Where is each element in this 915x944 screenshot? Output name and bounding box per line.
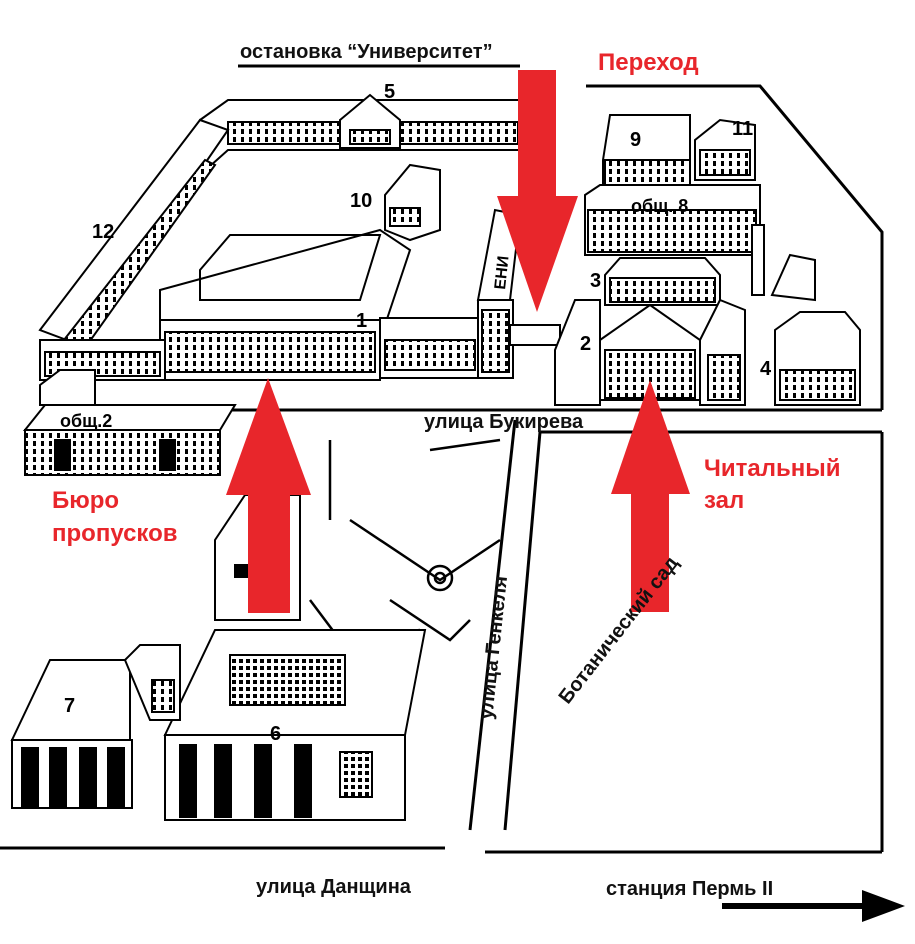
eni-label: ЕНИ — [492, 255, 512, 290]
reading-room-arrow — [611, 380, 690, 612]
arrow-up-icon — [226, 378, 311, 613]
square-paths — [309, 438, 501, 642]
crossing-label: Переход — [598, 49, 699, 76]
pass-office-label-1: Бюро — [52, 487, 119, 514]
perm2-station-label: станция Пермь II — [606, 878, 773, 900]
building-7 — [10, 644, 181, 809]
building-number-9: 9 — [630, 129, 641, 151]
building-number-4: 4 — [760, 358, 772, 380]
building-number-11: 11 — [732, 118, 753, 140]
building-number-7: 7 — [64, 695, 75, 717]
building-9 — [602, 114, 691, 186]
building-number-3: 3 — [590, 270, 601, 292]
dormitory-8 — [584, 184, 761, 256]
streets — [0, 64, 884, 854]
building-6 — [163, 629, 427, 821]
genkelya-street-label: улица Генкеля — [475, 575, 512, 721]
dormitory-2-label: общ.2 — [60, 411, 112, 431]
building-number-12: 12 — [92, 221, 114, 243]
building-number-8: общ. 8 — [631, 196, 688, 216]
building-number-1: 1 — [356, 310, 367, 332]
dormitory-2 — [22, 369, 237, 476]
building-number-10: 10 — [350, 190, 372, 212]
bukireva-street-label: улица Букирева — [424, 411, 584, 433]
arrow-right-icon — [722, 890, 905, 922]
building-number-6: 6 — [270, 723, 281, 745]
building-10 — [384, 163, 441, 242]
building-3 — [604, 257, 721, 306]
reading-room-label-2: зал — [704, 487, 744, 514]
stop-university-label: остановка “Университет” — [240, 41, 493, 63]
building-4 — [751, 224, 861, 406]
reading-room-label-1: Читальный — [704, 455, 840, 482]
arrow-down-icon — [497, 70, 578, 312]
pass-office-label-2: пропусков — [52, 520, 178, 547]
building-11 — [694, 118, 756, 181]
building-number-2: 2 — [580, 333, 591, 355]
building-number-5: 5 — [384, 81, 395, 103]
building-5 — [339, 93, 401, 149]
botanic-garden-label: Ботанический сад — [555, 552, 684, 708]
building-2 — [554, 298, 746, 406]
danshchina-street-label: улица Данщина — [256, 876, 412, 898]
